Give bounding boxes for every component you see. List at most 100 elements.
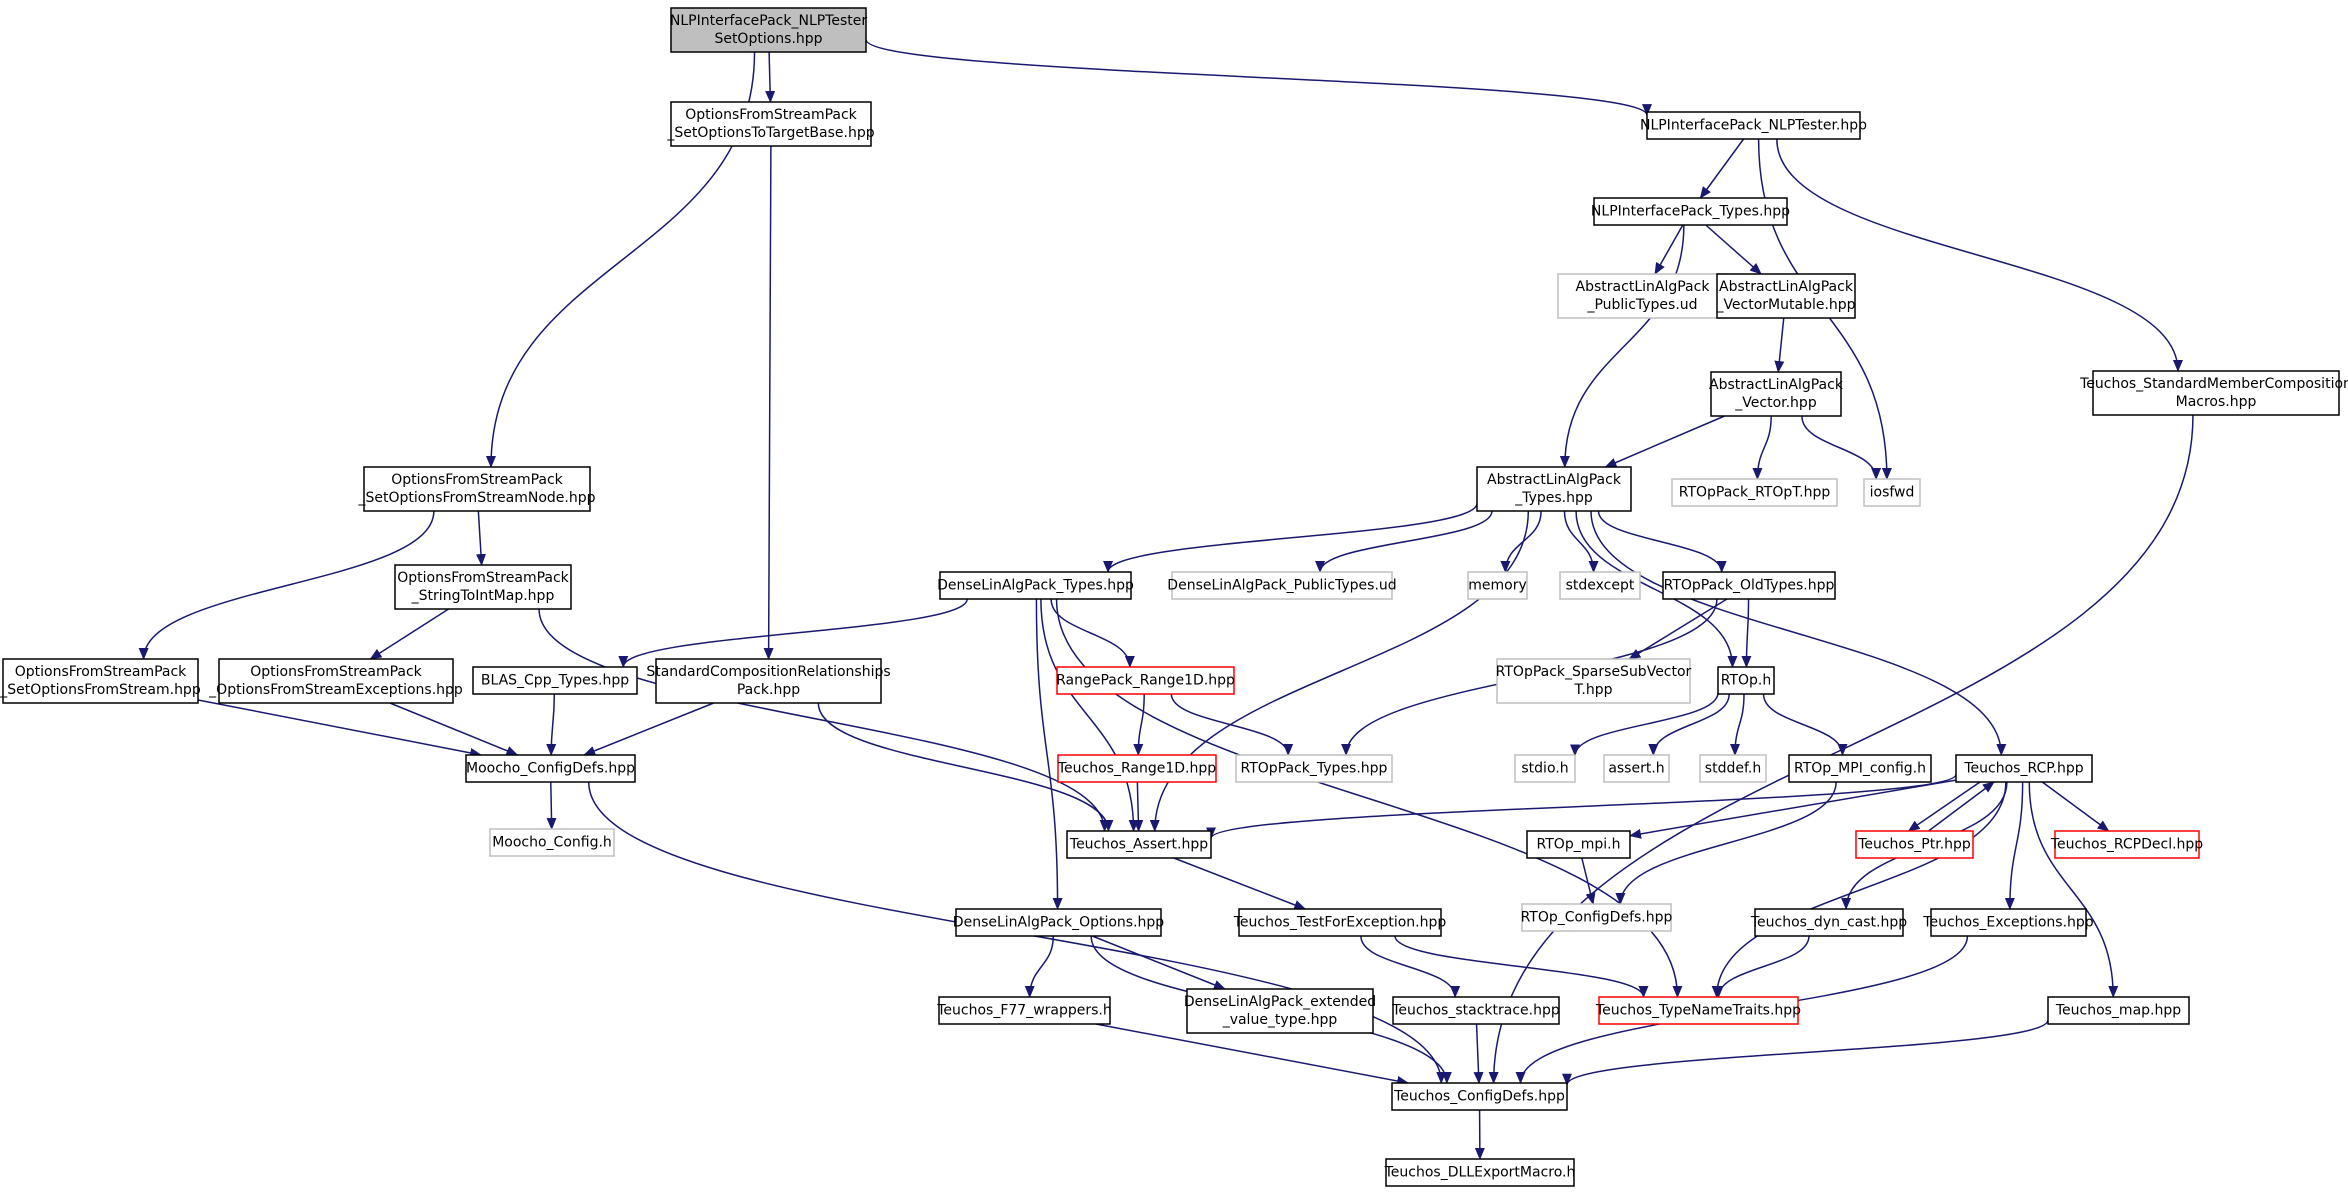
node-rtop_h[interactable]: RTOp.h — [1717, 666, 1775, 695]
node-teuchos_ptr[interactable]: Teuchos_Ptr.hpp — [1855, 830, 1974, 859]
edge-rtop_oldtypes-to-rtop_h — [1741, 598, 1752, 668]
node-stddef[interactable]: stddef.h — [1699, 754, 1767, 783]
node-blas_cpp[interactable]: BLAS_Cpp_Types.hpp — [472, 666, 638, 695]
node-box — [1171, 571, 1393, 600]
node-box — [1955, 754, 2093, 783]
node-teuchos_range1d[interactable]: Teuchos_Range1D.hpp — [1057, 754, 1217, 783]
node-label: Teuchos_RCP.hpp — [1963, 761, 2083, 777]
node-teuchos_rcp[interactable]: Teuchos_RCP.hpp — [1955, 754, 2093, 783]
node-label: Teuchos_F77_wrappers.h — [936, 1003, 1112, 1019]
node-moocho_config_h[interactable]: Moocho_Config.h — [489, 828, 615, 857]
node-ofsp_s2i[interactable]: OptionsFromStreamPack_StringToIntMap.hpp — [394, 564, 572, 610]
node-ala_public_ud[interactable]: AbstractLinAlgPack_PublicTypes.ud — [1557, 273, 1728, 319]
node-teuchos_tfe[interactable]: Teuchos_TestForException.hpp — [1233, 908, 1447, 937]
node-label: iosfwd — [1870, 485, 1915, 501]
node-dla_options[interactable]: DenseLinAlgPack_Options.hpp — [953, 908, 1165, 937]
node-rtop_mpi_h[interactable]: RTOp_mpi.h — [1526, 830, 1631, 859]
edge-teuchos_range1d-to-teuchos_assert — [1133, 781, 1144, 832]
node-teuchos_exc[interactable]: Teuchos_Exceptions.hpp — [1922, 908, 2094, 937]
edge-nlptester-to-nlp_types — [1699, 138, 1745, 199]
node-label: memory — [1468, 578, 1527, 594]
node-box — [655, 658, 882, 704]
node-dla_public_ud[interactable]: DenseLinAlgPack_PublicTypes.ud — [1167, 571, 1397, 600]
node-box — [465, 754, 636, 783]
edge-ofsp_stream-to-moocho_cfg — [197, 699, 483, 758]
node-assert_h[interactable]: assert.h — [1603, 754, 1670, 783]
edge-nlp_types-to-ala_public_ud — [1654, 224, 1684, 275]
node-teuchos_stacktrace[interactable]: Teuchos_stacktrace.hpp — [1391, 996, 1560, 1025]
node-box — [1671, 478, 1838, 507]
node-label: DenseLinAlgPack_Options.hpp — [953, 915, 1165, 931]
node-ofsp_node[interactable]: OptionsFromStreamPack_SetOptionsFromStre… — [358, 466, 596, 512]
node-label: stdexcept — [1566, 578, 1635, 594]
node-rtop_oldtypes[interactable]: RTOpPack_OldTypes.hpp — [1662, 571, 1836, 600]
node-label: T.hpp — [1574, 682, 1613, 698]
node-stdio[interactable]: stdio.h — [1514, 754, 1576, 783]
edge-nlp_types-to-ala_types — [1559, 224, 1685, 468]
node-ofsp_exc[interactable]: OptionsFromStreamPack_OptionsFromStreamE… — [208, 658, 463, 704]
node-ala_vector[interactable]: AbstractLinAlgPack_Vector.hpp — [1709, 371, 1844, 417]
node-box — [670, 101, 872, 147]
node-box — [1056, 666, 1235, 695]
node-box — [1930, 908, 2087, 937]
node-teuchos_rcpdecl[interactable]: Teuchos_RCPDecl.hpp — [2050, 830, 2204, 859]
node-teuchos_dll[interactable]: Teuchos_DLLExportMacro.h — [1384, 1158, 1576, 1187]
edge-rtop_h-to-rtop_mpi_cfg — [1762, 693, 1848, 756]
node-teuchos_smc[interactable]: Teuchos_StandardMemberCompositionMacros.… — [2079, 370, 2348, 416]
node-box — [2054, 830, 2200, 859]
node-label: AbstractLinAlgPack — [1487, 472, 1622, 488]
node-label: StandardCompositionRelationships — [646, 664, 890, 680]
node-teuchos_assert[interactable]: Teuchos_Assert.hpp — [1066, 830, 1212, 859]
node-label: OptionsFromStreamPack — [15, 664, 187, 680]
node-teuchos_dyncast[interactable]: Teuchos_dyn_cast.hpp — [1750, 908, 1907, 937]
node-dla_types[interactable]: DenseLinAlgPack_Types.hpp — [937, 571, 1134, 600]
node-box — [1186, 988, 1374, 1034]
node-label: RTOpPack_SparseSubVector — [1496, 664, 1692, 680]
node-nlp_types[interactable]: NLPInterfacePack_Types.hpp — [1591, 197, 1790, 226]
node-box — [1593, 197, 1788, 226]
node-label: OptionsFromStreamPack — [250, 664, 422, 680]
node-label: Teuchos_Ptr.hpp — [1857, 837, 1971, 853]
edge-ala_types-to-teuchos_rcp — [1590, 510, 2007, 756]
edge-rtop_h-to-stddef — [1729, 693, 1745, 756]
node-ofsp_stream[interactable]: OptionsFromStreamPack_SetOptionsFromStre… — [0, 658, 201, 704]
node-ala_vecmut[interactable]: AbstractLinAlgPack_VectorMutable.hpp — [1715, 273, 1856, 319]
node-box — [218, 658, 454, 704]
node-dla_extvt[interactable]: DenseLinAlgPack_extended_value_type.hpp — [1184, 988, 1376, 1034]
node-stdexcept[interactable]: stdexcept — [1559, 571, 1641, 600]
node-rtop_rtopt[interactable]: RTOpPack_RTOpT.hpp — [1671, 478, 1838, 507]
node-moocho_cfg[interactable]: Moocho_ConfigDefs.hpp — [465, 754, 636, 783]
node-rtop_cfgdefs[interactable]: RTOp_ConfigDefs.hpp — [1521, 903, 1673, 932]
node-range1d[interactable]: RangePack_Range1D.hpp — [1056, 666, 1235, 695]
node-teuchos_cfgdefs[interactable]: Teuchos_ConfigDefs.hpp — [1391, 1082, 1568, 1111]
edge-dla_types-to-blas_cpp — [618, 598, 968, 668]
node-label: Teuchos_Assert.hpp — [1069, 837, 1208, 853]
node-rtoppack_types[interactable]: RTOpPack_Types.hpp — [1235, 754, 1393, 783]
node-nlptester[interactable]: NLPInterfacePack_NLPTester.hpp — [1640, 111, 1867, 140]
node-label: RTOp_MPI_config.h — [1794, 761, 1926, 777]
edge-ofsp_exc-to-moocho_cfg — [389, 702, 519, 756]
edge-ala_types-to-rtop_oldtypes — [1597, 510, 1727, 573]
node-label: AbstractLinAlgPack — [1576, 279, 1711, 295]
node-ofsp_target[interactable]: OptionsFromStreamPack_SetOptionsToTarget… — [666, 101, 875, 147]
edge-teuchos_rcp-to-rtop_mpi_h — [1629, 779, 1957, 839]
node-box — [1717, 666, 1775, 695]
edge-blas_cpp-to-moocho_cfg — [546, 693, 557, 756]
node-label: RTOp_ConfigDefs.hpp — [1521, 910, 1673, 926]
node-label: _value_type.hpp — [1222, 1012, 1338, 1028]
node-box — [1526, 830, 1631, 859]
node-box — [1496, 658, 1691, 704]
node-box — [1855, 830, 1974, 859]
node-teuchos_map[interactable]: Teuchos_map.hpp — [2047, 996, 2190, 1025]
node-box — [363, 466, 591, 512]
node-iosfwd[interactable]: iosfwd — [1863, 478, 1921, 507]
node-rtop_mpi_cfg[interactable]: RTOp_MPI_config.h — [1788, 754, 1932, 783]
node-memory[interactable]: memory — [1467, 571, 1528, 600]
node-teuchos_typename[interactable]: Teuchos_TypeNameTraits.hpp — [1595, 996, 1801, 1025]
node-box — [489, 828, 615, 857]
node-teuchos_f77[interactable]: Teuchos_F77_wrappers.h — [936, 996, 1112, 1025]
node-ala_types[interactable]: AbstractLinAlgPack_Types.hpp — [1476, 466, 1632, 512]
